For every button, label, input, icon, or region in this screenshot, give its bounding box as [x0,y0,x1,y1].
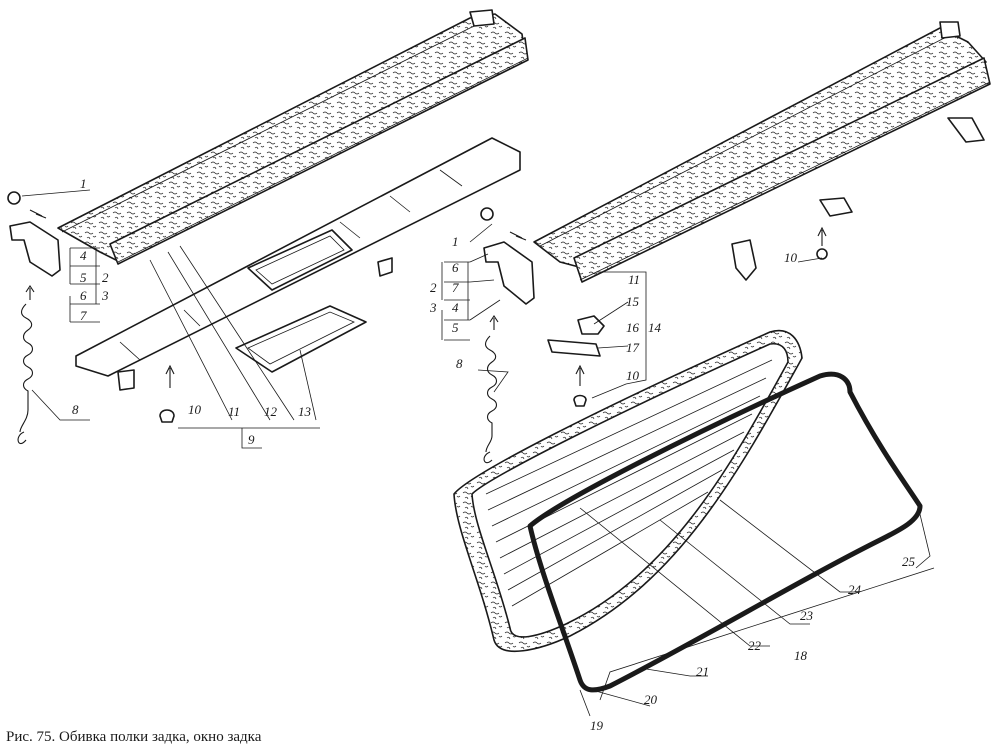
callout-18: 18 [794,648,808,663]
callout-4-left: 4 [80,248,87,263]
callout-3-left: 3 [101,288,109,303]
callout-8-left: 8 [72,402,79,417]
callout-4-right: 4 [452,300,459,315]
callout-13: 13 [298,404,312,419]
callout-23: 23 [800,608,814,623]
callout-20: 20 [644,692,658,707]
callout-1-right: 1 [452,234,459,249]
left-bracket-group [7,191,175,445]
figure-caption: Рис. 75. Обивка полки задка, окно задка [6,729,262,745]
callout-numbers: 1 4 5 2 6 3 7 8 10 11 12 13 9 1 6 2 7 3 … [72,176,916,733]
callout-12: 12 [264,404,278,419]
callout-24: 24 [848,582,862,597]
callout-8-right: 8 [456,356,463,371]
callout-1-left: 1 [80,176,87,191]
callout-2-right: 2 [430,280,437,295]
callout-6-right: 6 [452,260,459,275]
callout-5-left: 5 [80,270,87,285]
right-clip-group [547,197,853,407]
callout-10-right-upper: 10 [784,250,798,265]
callout-11-left: 11 [228,404,240,419]
callout-3-right: 3 [429,300,437,315]
callout-15: 15 [626,294,640,309]
callout-6-left: 6 [80,288,87,303]
callout-5-right: 5 [452,320,459,335]
left-frame-seal [235,305,367,373]
callout-22: 22 [748,638,762,653]
callout-17: 17 [626,340,640,355]
left-shelf-trim [57,9,529,265]
callout-10-right-lower: 10 [626,368,640,383]
callout-19: 19 [590,718,604,733]
callout-7-left: 7 [80,308,87,323]
callout-10-left: 10 [188,402,202,417]
callout-7-right: 7 [452,280,459,295]
callout-9: 9 [248,432,255,447]
leader-lines [21,189,935,717]
right-shelf-trim [533,21,991,283]
left-shelf-panel [75,137,521,391]
callout-25: 25 [902,554,916,569]
callout-16: 16 [626,320,640,335]
callout-21: 21 [696,664,709,679]
callout-11-right: 11 [628,272,640,287]
callout-2-left: 2 [102,270,109,285]
callout-14: 14 [648,320,662,335]
right-bracket-group [480,207,535,464]
rear-window-seal-frame [527,371,923,693]
